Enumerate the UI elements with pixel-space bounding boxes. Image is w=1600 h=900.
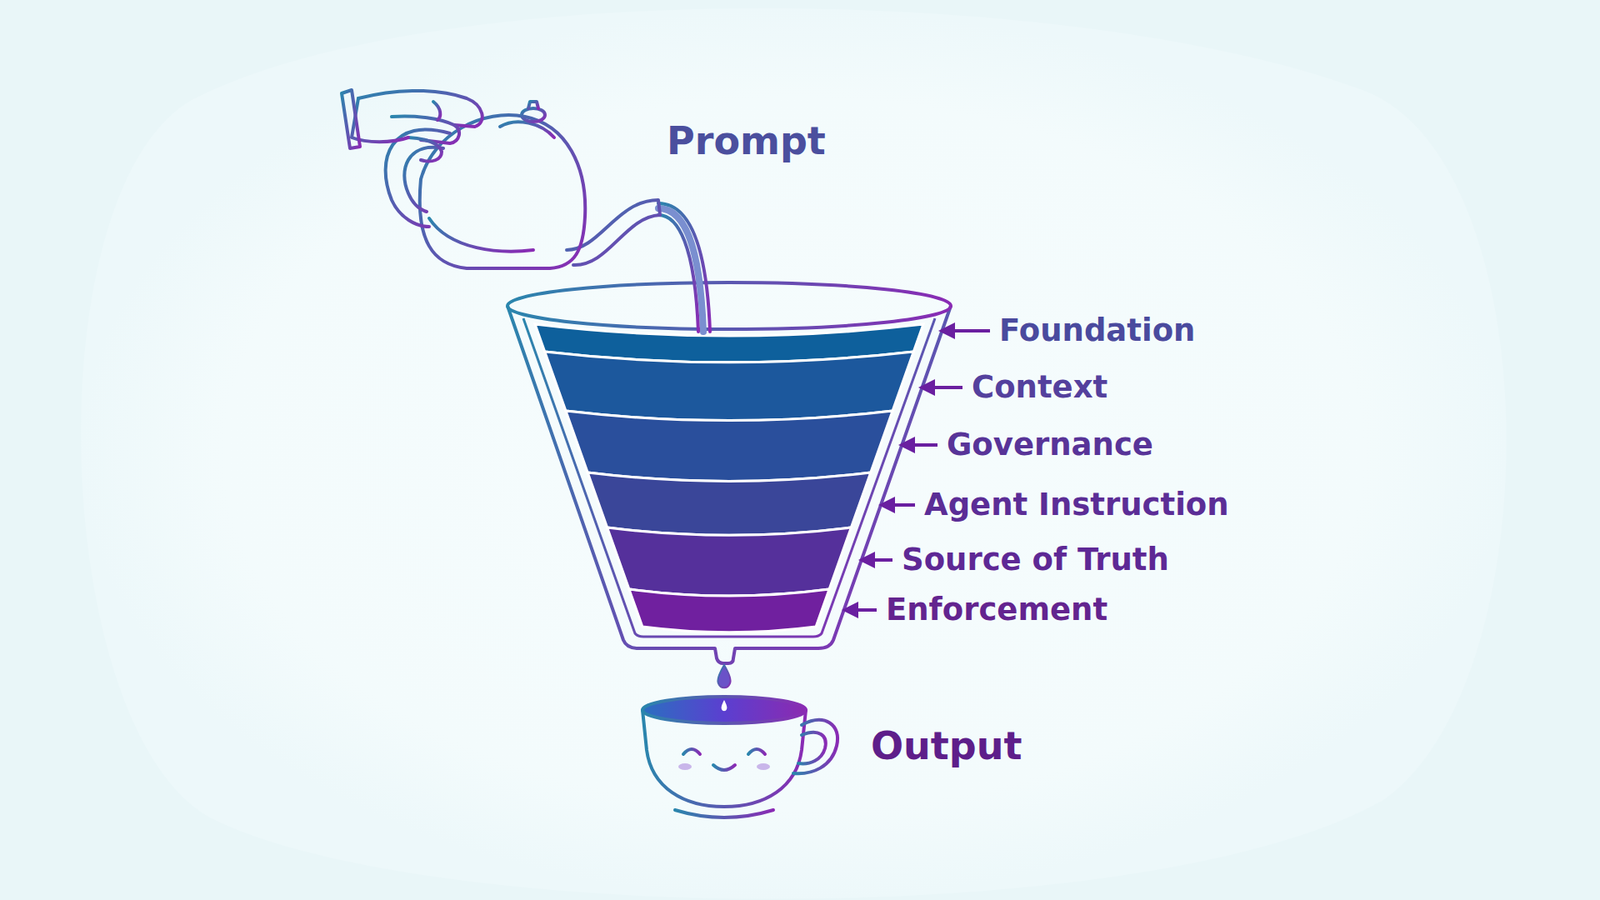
layer-label: Source of Truth bbox=[901, 543, 1170, 578]
splash-drop bbox=[721, 700, 728, 711]
funnel-band bbox=[587, 472, 871, 535]
output-label: Output bbox=[870, 725, 1023, 768]
layer-label: Agent Instruction bbox=[924, 488, 1230, 523]
funnel-outline bbox=[507, 282, 951, 664]
cheek bbox=[678, 763, 692, 770]
prompt-label: Prompt bbox=[666, 120, 826, 163]
funnel-band bbox=[545, 351, 915, 421]
layer-label: Context bbox=[971, 370, 1108, 405]
layer-label: Governance bbox=[946, 428, 1154, 463]
funnel-band bbox=[607, 527, 852, 596]
cheek bbox=[756, 763, 770, 770]
kettle-illustration bbox=[341, 90, 710, 332]
funnel-band bbox=[629, 589, 830, 633]
cup-illustration bbox=[642, 696, 838, 818]
funnel-band bbox=[565, 410, 893, 481]
background-blob bbox=[80, 8, 1506, 900]
layer-label: Foundation bbox=[999, 314, 1195, 349]
drop bbox=[717, 665, 730, 688]
layer-label: Enforcement bbox=[885, 593, 1108, 628]
funnel-bands bbox=[535, 324, 924, 633]
